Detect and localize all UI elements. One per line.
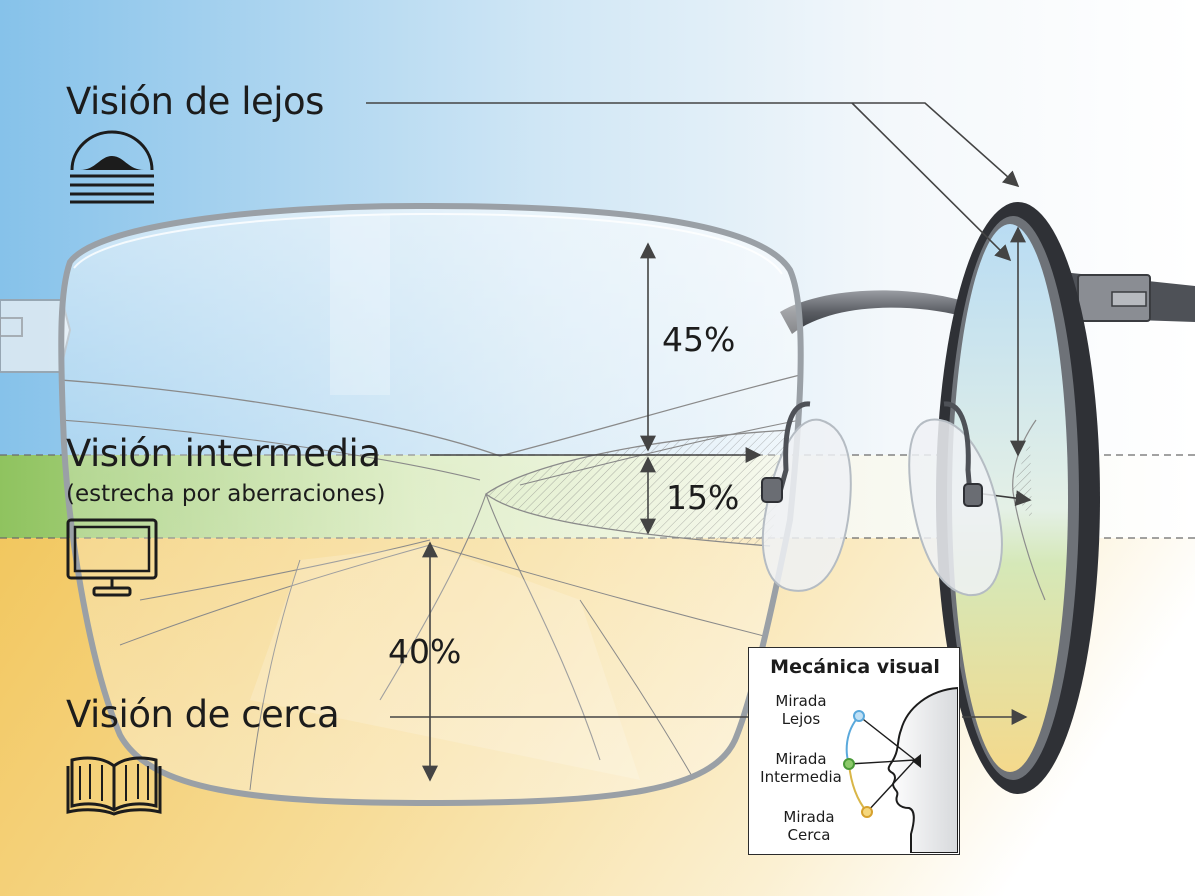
left-pad-arm: [777, 401, 811, 493]
hinge-screw-plate: [1111, 291, 1147, 307]
gaze-intermediate-label: Mirada Intermedia: [753, 750, 849, 786]
left-pad-screw: [761, 477, 783, 503]
eye-gaze-diagram: [843, 686, 958, 853]
eye-mark: [912, 754, 921, 768]
intermediate-zone-percentage: 15%: [666, 478, 740, 517]
far-vision-label: Visión de lejos: [66, 80, 324, 123]
main-lens-rim: [58, 202, 804, 807]
main-lens-rim-highlight: [73, 212, 783, 275]
gaze-near-line-2: Cerca: [787, 826, 831, 844]
gaze-line-near: [866, 759, 916, 813]
open-book-icon: [66, 756, 162, 816]
arc-far-intermediate: [845, 715, 860, 765]
gaze-line-far: [858, 715, 916, 761]
intermediate-vision-note: (estrecha por aberraciones): [66, 481, 386, 507]
gaze-intermediate-line-2: Intermedia: [760, 768, 842, 786]
right-pad-screw: [963, 483, 983, 507]
right-pad-arm: [943, 401, 973, 495]
near-vision-label: Visión de cerca: [66, 693, 340, 736]
arc-intermediate-near: [848, 763, 868, 813]
horizon-icon: [70, 130, 154, 204]
gaze-far-label: Mirada Lejos: [753, 692, 849, 728]
frame-bridge: [780, 290, 962, 334]
gaze-intermediate-line-1: Mirada: [775, 750, 827, 768]
gaze-near-line-1: Mirada: [783, 808, 835, 826]
dot-gaze-near: [861, 806, 873, 818]
gaze-near-label: Mirada Cerca: [761, 808, 857, 844]
dot-gaze-intermediate: [843, 758, 855, 770]
gaze-line-intermediate: [848, 759, 916, 765]
left-temple-hinge: [0, 317, 23, 337]
near-zone-percentage: 40%: [388, 632, 462, 671]
dot-gaze-far: [853, 710, 865, 722]
inset-title: Mecánica visual: [770, 656, 940, 678]
face-profile: [887, 686, 958, 853]
lens-zone-lines: [61, 215, 801, 791]
far-leader-branch: [851, 102, 1012, 262]
far-zone-percentage: 45%: [662, 320, 736, 359]
gaze-far-line-1: Mirada: [775, 692, 827, 710]
far-leader-line: [366, 102, 1020, 188]
gaze-far-line-2: Lejos: [781, 710, 821, 728]
visual-mechanics-inset: Mecánica visual Mirada Lejos Mirada Inte…: [748, 647, 960, 855]
intermediate-vision-label: Visión intermedia: [66, 432, 381, 475]
right-nose-pad: [908, 418, 1003, 597]
monitor-icon: [66, 518, 158, 597]
